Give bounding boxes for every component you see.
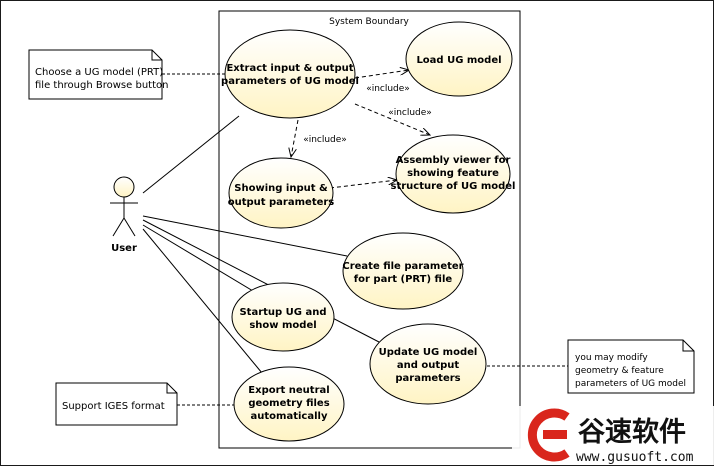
watermark-brand: 谷速软件 — [578, 417, 686, 448]
use-case-assembly[interactable]: Assembly viewer for showing feature stru… — [391, 134, 516, 214]
note-choose-line-1: Choose a UG model (PRT) — [35, 67, 163, 78]
note-choose-fold — [151, 50, 162, 61]
use-case-create-line-1: Create file parameter — [342, 261, 463, 272]
actor-user[interactable]: User — [110, 176, 138, 254]
include-label-2: «include» — [388, 108, 432, 118]
actor-label: User — [111, 243, 137, 254]
note-choose: Choose a UG model (PRT) file through Bro… — [28, 49, 168, 100]
association-startup — [142, 224, 269, 301]
use-case-showing-shape — [228, 157, 334, 229]
use-case-showing[interactable]: Showing input & output parameters — [228, 157, 335, 229]
use-case-extract-shape — [224, 29, 356, 119]
association-update — [142, 219, 380, 343]
use-case-create[interactable]: Create file parameter for part (PRT) fil… — [342, 232, 464, 310]
use-case-export-line-3: automatically — [251, 411, 328, 422]
use-case-export[interactable]: Export neutral geometry files automatica… — [233, 366, 345, 442]
use-case-startup[interactable]: Startup UG and show model — [231, 282, 335, 352]
note-modify: you may modify geometry & feature parame… — [567, 339, 695, 394]
use-case-extract-line-1: Extract input & output — [226, 63, 353, 74]
use-case-load[interactable]: Load UG model — [405, 21, 513, 97]
association-extract — [142, 115, 240, 194]
watermark-url: www.gusuoft.com — [576, 450, 694, 465]
use-case-startup-line-1: Startup UG and — [239, 307, 326, 318]
use-case-assembly-line-1: Assembly viewer for — [396, 155, 511, 166]
use-case-load-shape — [405, 21, 513, 97]
note-modify-line-1: you may modify — [575, 353, 648, 363]
use-case-showing-line-2: output parameters — [228, 197, 335, 208]
use-case-export-shape — [233, 366, 345, 442]
use-case-create-line-2: for part (PRT) file — [354, 274, 453, 285]
use-case-update[interactable]: Update UG model and output parameters — [369, 323, 487, 405]
note-iges-box — [55, 382, 178, 426]
watermark-logo-icon — [527, 408, 570, 462]
include-dependencies — [291, 70, 430, 189]
note-modify-line-2: geometry & feature — [575, 366, 664, 376]
use-case-startup-shape — [231, 282, 335, 352]
use-case-startup-line-2: show model — [249, 320, 316, 331]
system-boundary-label: System Boundary — [329, 17, 409, 27]
use-case-update-line-2: and output — [397, 360, 460, 371]
include-extract-load — [354, 70, 409, 79]
use-case-export-line-1: Export neutral — [248, 385, 329, 396]
associations — [142, 115, 380, 374]
watermark: 谷速软件 www.gusuoft.com — [512, 406, 714, 465]
use-case-create-shape — [342, 232, 464, 310]
use-case-extract[interactable]: Extract input & output parameters of UG … — [221, 29, 359, 119]
use-case-load-line-1: Load UG model — [416, 55, 501, 66]
note-iges-line-1: Support IGES format — [62, 401, 165, 412]
include-label-1: «include» — [366, 84, 410, 94]
include-extract-showing — [291, 119, 299, 157]
note-modify-box — [567, 339, 695, 394]
use-case-assembly-shape — [395, 134, 511, 214]
association-create — [142, 215, 348, 257]
use-case-update-shape — [369, 323, 487, 405]
note-iges: Support IGES format — [55, 382, 178, 426]
use-case-export-line-2: geometry files — [248, 398, 329, 409]
note-choose-line-2: file through Browse button — [35, 80, 168, 91]
association-export — [142, 228, 263, 374]
actor-figure-icon — [110, 176, 138, 237]
use-case-extract-line-2: parameters of UG model — [221, 76, 359, 87]
note-iges-fold — [166, 383, 177, 394]
use-case-update-line-1: Update UG model — [379, 347, 478, 358]
use-case-showing-line-1: Showing input & — [234, 183, 328, 194]
note-modify-fold — [682, 340, 694, 352]
use-case-assembly-line-3: structure of UG model — [391, 181, 516, 192]
include-label-3: «include» — [303, 135, 347, 145]
use-case-assembly-line-2: showing feature — [407, 168, 499, 179]
use-case-update-line-3: parameters — [395, 373, 460, 384]
note-modify-line-3: parameters of UG model — [575, 379, 686, 389]
note-choose-box — [28, 49, 163, 100]
note-connectors — [162, 73, 568, 406]
dependency-showing-assembly — [329, 180, 397, 189]
